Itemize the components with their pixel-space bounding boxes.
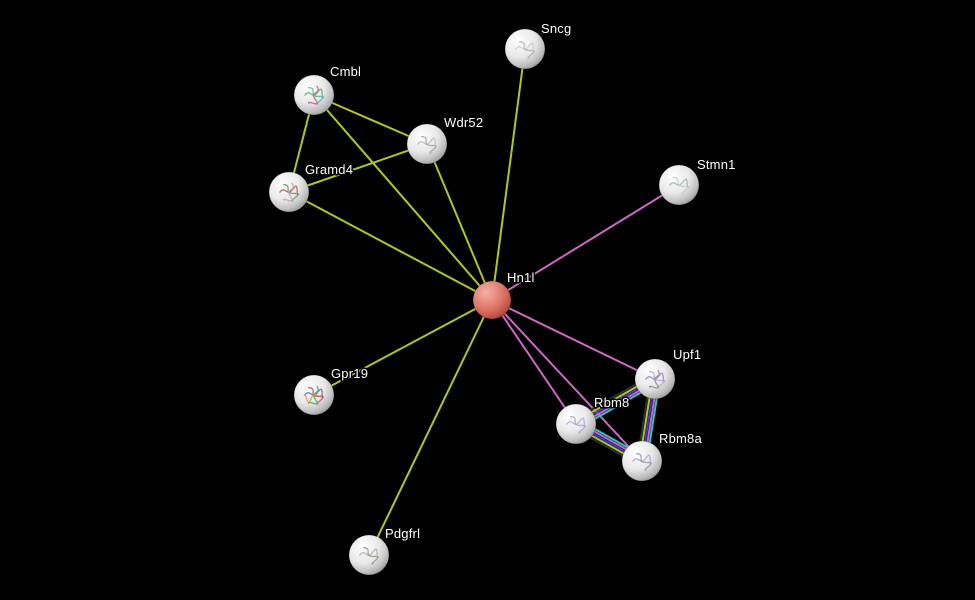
node-Sncg[interactable]	[504, 28, 546, 70]
structure-glyph-icon	[649, 370, 665, 389]
structure-glyph-icon	[570, 415, 586, 434]
edge-Gramd4-Wdr52-textmining[interactable]	[288, 143, 428, 193]
node-label-Rbm8a: Rbm8a	[659, 431, 702, 446]
structure-glyph-icon	[669, 178, 690, 189]
structure-glyph-icon	[308, 86, 324, 105]
protein-sphere[interactable]	[472, 280, 512, 320]
edge-Hn1l-Gramd4-textmining[interactable]	[288, 191, 493, 301]
structure-glyph-icon	[636, 452, 652, 471]
node-Gpr19[interactable]	[293, 374, 335, 416]
structure-glyph-icon	[363, 546, 379, 565]
edge-Hn1l-Pdgfrl-textmining[interactable]	[368, 299, 493, 556]
edge-Hn1l-Stmn1-experiments[interactable]	[491, 184, 680, 301]
node-Rbm8a[interactable]	[621, 440, 663, 482]
nodes-layer	[268, 28, 700, 576]
edge-Hn1l-Wdr52-textmining[interactable]	[426, 143, 493, 301]
node-Stmn1[interactable]	[658, 164, 700, 206]
structure-glyph-icon	[421, 135, 437, 154]
structure-glyph-icon	[308, 386, 324, 405]
node-label-Cmbl: Cmbl	[330, 64, 361, 79]
structure-glyph-icon	[515, 42, 536, 53]
edge-Hn1l-Gpr19-textmining[interactable]	[313, 299, 493, 396]
structure-glyph-icon	[279, 185, 300, 196]
edge-Cmbl-Wdr52-textmining[interactable]	[313, 94, 428, 145]
structure-glyph-icon	[282, 182, 294, 202]
structure-glyph-icon	[632, 454, 653, 465]
structure-glyph-icon	[304, 388, 325, 399]
node-Hn1l[interactable]	[472, 280, 512, 320]
structure-glyph-icon	[283, 183, 299, 202]
node-label-Gramd4: Gramd4	[305, 162, 353, 177]
structure-glyph-icon	[645, 372, 666, 383]
structure-glyph-icon	[359, 548, 380, 559]
edge-Hn1l-Rbm8-experiments[interactable]	[491, 299, 577, 425]
node-Wdr52[interactable]	[406, 123, 448, 165]
node-label-Pdgfrl: Pdgfrl	[385, 526, 420, 541]
structure-glyph-icon	[673, 176, 689, 195]
edge-Hn1l-Cmbl-textmining[interactable]	[313, 94, 493, 301]
node-Upf1[interactable]	[634, 358, 676, 400]
node-Gramd4[interactable]	[268, 171, 310, 213]
edge-Hn1l-Upf1-experiments[interactable]	[491, 299, 656, 380]
node-Cmbl[interactable]	[293, 74, 335, 116]
structure-glyph-icon	[307, 385, 319, 405]
node-label-Stmn1: Stmn1	[697, 157, 736, 172]
node-label-Hn1l: Hn1l	[507, 270, 535, 285]
structure-glyph-icon	[648, 369, 660, 389]
node-label-Sncg: Sncg	[541, 21, 571, 36]
node-label-Rbm8: Rbm8	[594, 395, 629, 410]
structure-glyph-icon	[304, 88, 325, 99]
structure-glyph-icon	[303, 391, 324, 403]
structure-glyph-icon	[417, 137, 438, 148]
node-label-Upf1: Upf1	[673, 347, 701, 362]
edge-Hn1l-Sncg-textmining[interactable]	[491, 48, 526, 301]
node-label-Gpr19: Gpr19	[331, 366, 368, 381]
structure-glyph-icon	[519, 40, 535, 59]
structure-glyph-icon	[307, 85, 319, 105]
node-Pdgfrl[interactable]	[348, 534, 390, 576]
edge-Hn1l-Rbm8a-experiments[interactable]	[491, 299, 643, 462]
node-label-Wdr52: Wdr52	[444, 115, 483, 130]
node-Rbm8[interactable]	[555, 403, 597, 445]
structure-glyph-icon	[566, 417, 587, 428]
